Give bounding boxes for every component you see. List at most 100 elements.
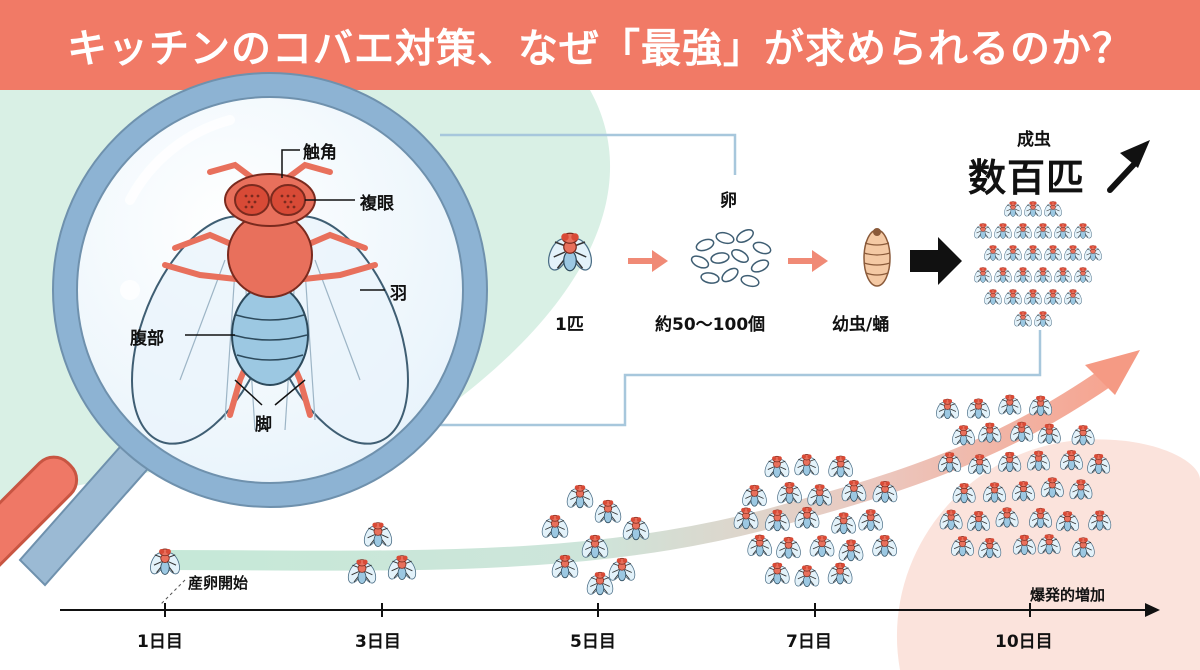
fly-icon bbox=[1086, 510, 1113, 532]
label-leg: 脚 bbox=[255, 415, 272, 435]
day-label-5: 5日目 bbox=[570, 632, 616, 652]
fly-icon bbox=[1013, 267, 1033, 284]
fly-icon bbox=[621, 516, 651, 542]
growth-arrow-head bbox=[1085, 350, 1140, 395]
timeline-ticks bbox=[164, 603, 1031, 617]
fly-icon bbox=[805, 484, 834, 508]
fly-icon bbox=[1023, 201, 1043, 218]
fly-icon bbox=[1033, 311, 1053, 328]
label-egg-count: 約50〜100個 bbox=[655, 315, 766, 335]
fly-icon bbox=[1003, 245, 1023, 262]
fly-icon bbox=[996, 451, 1023, 474]
fly-icon bbox=[732, 507, 761, 531]
fly-icon bbox=[973, 223, 993, 240]
fly-icon bbox=[1073, 223, 1093, 240]
life-cycle-flow bbox=[545, 140, 1150, 288]
fly-icon bbox=[1013, 311, 1033, 328]
fly-icon bbox=[829, 512, 858, 536]
label-wing: 羽 bbox=[390, 284, 407, 304]
fly-icon bbox=[1043, 289, 1063, 306]
fly-icon bbox=[1063, 289, 1083, 306]
fly-icon bbox=[362, 522, 394, 549]
page-title: キッチンのコバエ対策、なぜ「最強」が求められるのか？ bbox=[67, 26, 1133, 72]
label-explosive-growth: 爆発的増加 bbox=[1030, 586, 1106, 604]
fly-icon bbox=[1083, 245, 1103, 262]
label-abdomen: 腹部 bbox=[130, 329, 164, 349]
fly-icon bbox=[965, 398, 992, 420]
fly-icon bbox=[762, 455, 791, 479]
fly-icon bbox=[1054, 511, 1081, 533]
fly-icon bbox=[983, 289, 1003, 306]
fly-icon bbox=[1063, 245, 1083, 262]
label-adult-count: 数百匹 bbox=[968, 156, 1086, 200]
fly-icon bbox=[870, 534, 899, 558]
label-start-laying: 産卵開始 bbox=[188, 574, 249, 592]
label-adult: 成虫 bbox=[1017, 130, 1051, 150]
anatomy-leaders bbox=[185, 149, 385, 406]
connector-line-top bbox=[440, 133, 737, 175]
fly-icon bbox=[837, 539, 866, 563]
fly-icon bbox=[934, 398, 961, 421]
fly-icon bbox=[951, 482, 978, 505]
fly-icon bbox=[740, 484, 769, 508]
fly-icon bbox=[1023, 289, 1043, 306]
magnifier-handle bbox=[0, 428, 162, 587]
fly-icon bbox=[1033, 267, 1053, 284]
fly-icon bbox=[792, 565, 821, 589]
fly-icon bbox=[540, 514, 570, 540]
single-fly-icon bbox=[545, 232, 595, 274]
axis-arrow-head bbox=[1145, 603, 1160, 617]
flow-arrow-2 bbox=[788, 250, 828, 272]
fly-icon bbox=[1043, 245, 1063, 262]
fly-icon bbox=[1070, 537, 1097, 559]
connector-line-bottom bbox=[440, 330, 1042, 427]
fly-icon bbox=[856, 509, 885, 533]
trend-up-arrow-icon bbox=[1107, 157, 1141, 193]
fly-icon bbox=[607, 557, 637, 583]
fly-icon bbox=[950, 425, 977, 447]
label-single-fly: 1匹 bbox=[555, 315, 584, 335]
larva-icon bbox=[863, 228, 891, 287]
fly-icon bbox=[792, 453, 821, 477]
fly-icon bbox=[1039, 477, 1066, 499]
fly-icon bbox=[1003, 289, 1023, 306]
fly-icon bbox=[983, 245, 1003, 262]
flow-arrow-1 bbox=[628, 250, 668, 272]
fly-icon bbox=[973, 267, 993, 284]
fly-icon bbox=[1085, 453, 1112, 476]
fly-icon bbox=[994, 507, 1021, 529]
fly-icon bbox=[826, 455, 855, 479]
label-antenna: 触角 bbox=[303, 143, 337, 163]
fly-icon bbox=[1053, 267, 1073, 284]
fly-icon bbox=[949, 535, 976, 558]
fly-icon bbox=[1053, 223, 1073, 240]
fly-icon bbox=[1027, 395, 1054, 417]
day-label-7: 7日目 bbox=[786, 632, 832, 652]
fly-icon bbox=[826, 562, 855, 586]
fly-icon bbox=[1073, 267, 1093, 284]
fly-icon bbox=[593, 499, 623, 525]
fly-icon bbox=[981, 482, 1008, 504]
adult-swarm-cloud bbox=[973, 201, 1103, 328]
fly-icon bbox=[1058, 449, 1085, 472]
fly-icon bbox=[1070, 425, 1097, 447]
fly-icon bbox=[1036, 534, 1063, 556]
fly-icon bbox=[1025, 450, 1052, 472]
fly-icon bbox=[775, 481, 804, 505]
fly-icon bbox=[1013, 223, 1033, 240]
label-compound-eye: 複眼 bbox=[360, 194, 394, 214]
fly-icon bbox=[763, 562, 792, 586]
fly-icon bbox=[1067, 479, 1094, 501]
day-label-10: 10日目 bbox=[995, 632, 1053, 652]
fly-icon bbox=[1043, 201, 1063, 218]
fly-icon bbox=[993, 267, 1013, 284]
fly-icon bbox=[1003, 201, 1023, 218]
day-label-3: 3日目 bbox=[355, 632, 401, 652]
fly-icon bbox=[1027, 507, 1054, 530]
fly-icon bbox=[1010, 481, 1037, 503]
label-egg: 卵 bbox=[720, 191, 737, 211]
title-banner: キッチンのコバエ対策、なぜ「最強」が求められるのか？ bbox=[0, 0, 1200, 90]
fly-icon bbox=[996, 394, 1023, 416]
fly-icon bbox=[745, 534, 774, 558]
